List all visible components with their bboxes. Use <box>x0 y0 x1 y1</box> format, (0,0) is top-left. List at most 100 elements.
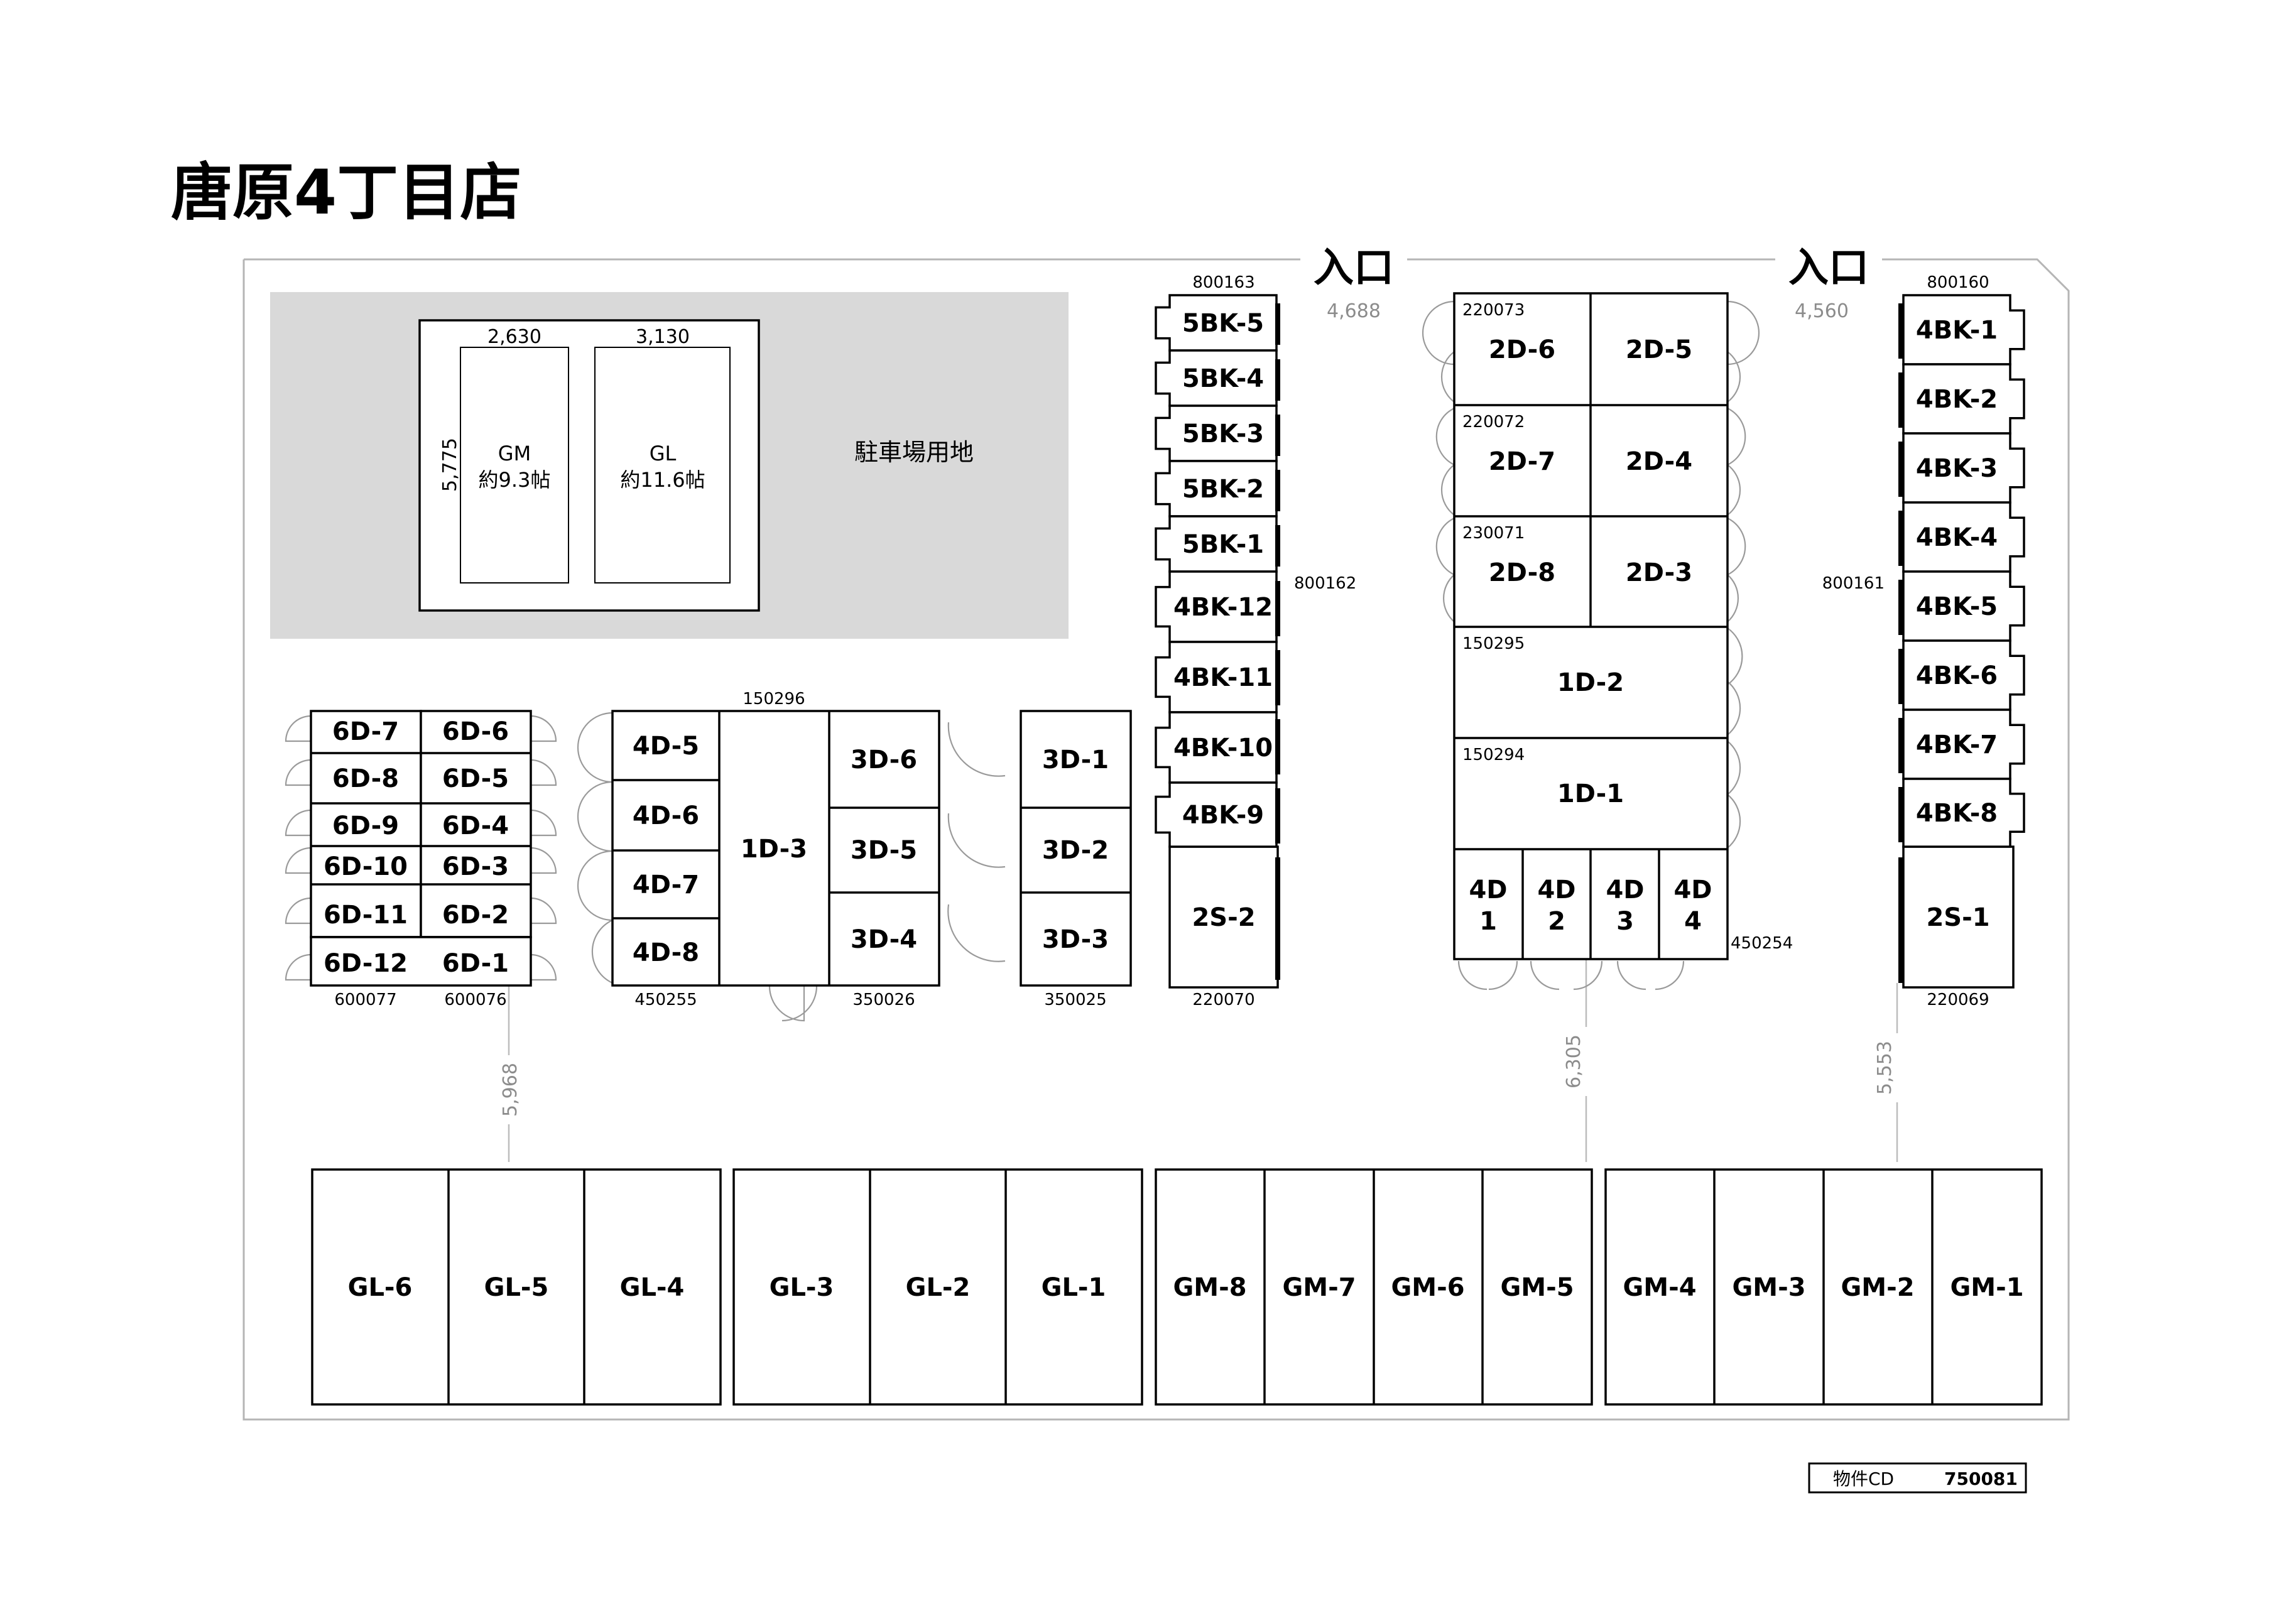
dimension-label: 5,968 <box>499 1063 521 1117</box>
unit-label: 4BK-7 <box>1916 730 1998 759</box>
unit-label: 4 <box>1684 907 1702 936</box>
unit-code: 220072 <box>1462 413 1525 432</box>
unit-label: 3D-3 <box>1042 925 1109 954</box>
unit-code: 150296 <box>743 690 805 708</box>
unit-label: 6D-3 <box>442 852 509 881</box>
unit-label: GM-6 <box>1391 1273 1464 1302</box>
unit-code: 450254 <box>1731 934 1793 953</box>
unit-label: 4D-7 <box>633 871 699 899</box>
unit-label: 2D-3 <box>1626 558 1692 587</box>
unit-label: GM-4 <box>1623 1273 1696 1302</box>
unit-label: 2D-5 <box>1626 335 1692 364</box>
unit-label: GL-3 <box>770 1273 834 1302</box>
storage-units <box>310 292 2043 1406</box>
unit-label: 2S-2 <box>1192 903 1255 932</box>
unit-label: 6D-8 <box>332 764 399 793</box>
unit-label: GM-7 <box>1282 1273 1356 1302</box>
property-code-label: 物件CD <box>1833 1468 1894 1489</box>
unit-label: 4D-8 <box>633 938 699 967</box>
unit-code: 800160 <box>1927 273 1989 292</box>
dimension-label: 6,305 <box>1563 1034 1585 1088</box>
lot-unit-gm <box>460 347 569 584</box>
property-code-box <box>1808 1462 2027 1494</box>
unit-code: 150294 <box>1462 746 1525 764</box>
unit-codes: 800163 800162 220070 220073 220072 23007… <box>334 273 1989 1009</box>
unit-label: 3D-2 <box>1042 836 1109 865</box>
unit-label: 2D-7 <box>1489 447 1555 476</box>
lot-unit-gm-name: GM <box>498 442 531 465</box>
unit-label: GM-5 <box>1500 1273 1574 1302</box>
lot-unit-gl-size: 約11.6帖 <box>620 468 705 492</box>
unit-label: 1D-2 <box>1557 668 1624 697</box>
unit-label: 2D-6 <box>1489 335 1555 364</box>
unit-code: 150295 <box>1462 634 1525 653</box>
unit-label: 4BK-4 <box>1916 523 1998 552</box>
dimension-label: 4,688 <box>1327 300 1381 322</box>
unit-label: 5BK-1 <box>1182 530 1264 559</box>
entrance-label-right: 入口 <box>1788 245 1869 291</box>
unit-label: 3 <box>1616 907 1634 936</box>
unit-code: 800163 <box>1192 273 1254 292</box>
unit-code: 220069 <box>1927 991 1989 1009</box>
unit-label: 2S-1 <box>1926 903 1989 932</box>
lot-unit-gm-size: 約9.3帖 <box>479 468 551 492</box>
unit-code: 350025 <box>1044 991 1106 1009</box>
unit-label: GM-3 <box>1732 1273 1805 1302</box>
unit-label: 2 <box>1548 907 1565 936</box>
lot-depth: 5,775 <box>439 438 461 492</box>
unit-label: GL-6 <box>348 1273 413 1302</box>
lot-unit-gl-name: GL <box>650 442 677 465</box>
unit-label: 3D-6 <box>851 746 917 774</box>
lot-unit-gl <box>594 347 731 584</box>
unit-label: 6D-5 <box>442 764 509 793</box>
unit-label: 4D <box>1606 876 1644 904</box>
unit-label: 6D-4 <box>442 812 509 840</box>
door-swing-arcs <box>285 300 1760 1022</box>
unit-label: 4BK-9 <box>1182 801 1264 830</box>
unit-label: 4BK-2 <box>1916 385 1998 414</box>
unit-label: 6D-1 <box>442 949 509 978</box>
unit-label: 5BK-5 <box>1182 309 1264 338</box>
unit-code: 350026 <box>852 991 915 1009</box>
unit-label: 3D-5 <box>851 836 917 865</box>
unit-code: 800161 <box>1822 574 1885 593</box>
unit-label: 4D-5 <box>633 732 699 761</box>
unit-label: 3D-1 <box>1042 746 1109 774</box>
unit-label: 4D <box>1537 876 1575 904</box>
unit-label: GL-5 <box>484 1273 549 1302</box>
unit-label: 2D-4 <box>1626 447 1692 476</box>
dimension-label: 5,553 <box>1874 1041 1896 1095</box>
unit-code: 220073 <box>1462 301 1525 320</box>
unit-code: 800162 <box>1294 574 1356 593</box>
property-code-value: 750081 <box>1944 1468 2018 1489</box>
unit-code: 450255 <box>634 991 697 1009</box>
unit-code: 230071 <box>1462 524 1525 543</box>
unit-label: 4BK-8 <box>1916 799 1998 828</box>
unit-code: 220070 <box>1192 991 1254 1009</box>
unit-label: 4BK-11 <box>1173 663 1273 692</box>
unit-label: GL-2 <box>906 1273 971 1302</box>
unit-label: GM-2 <box>1841 1273 1914 1302</box>
unit-label: 6D-2 <box>442 901 509 930</box>
unit-label: 1D-1 <box>1557 779 1624 808</box>
entrance-label-left: 入口 <box>1314 245 1394 291</box>
wall-bars <box>1275 303 1903 983</box>
bk-column-left: 5BK-55BK-45BK-35BK-25BK-14BK-124BK-114BK… <box>1155 294 1278 848</box>
unit-label: 4D <box>1469 876 1507 904</box>
unit-code: 600076 <box>444 991 506 1009</box>
unit-labels: 6D-7 6D-8 6D-9 6D-10 6D-11 6D-12 6D-6 6D… <box>324 335 1990 978</box>
unit-label: GM-8 <box>1173 1273 1246 1302</box>
unit-label: 5BK-2 <box>1182 475 1264 504</box>
unit-label: 6D-9 <box>332 812 399 840</box>
page-title: 唐原4丁目店 <box>171 157 521 229</box>
property-boundary <box>242 258 2070 1421</box>
bk-unit <box>1902 778 2025 848</box>
unit-label: 4D <box>1673 876 1712 904</box>
unit-label: 6D-6 <box>442 717 509 746</box>
unit-label: 6D-10 <box>324 852 408 881</box>
unit-label: GL-1 <box>1042 1273 1106 1302</box>
lot-unit-gm-width: 2,630 <box>487 326 541 348</box>
